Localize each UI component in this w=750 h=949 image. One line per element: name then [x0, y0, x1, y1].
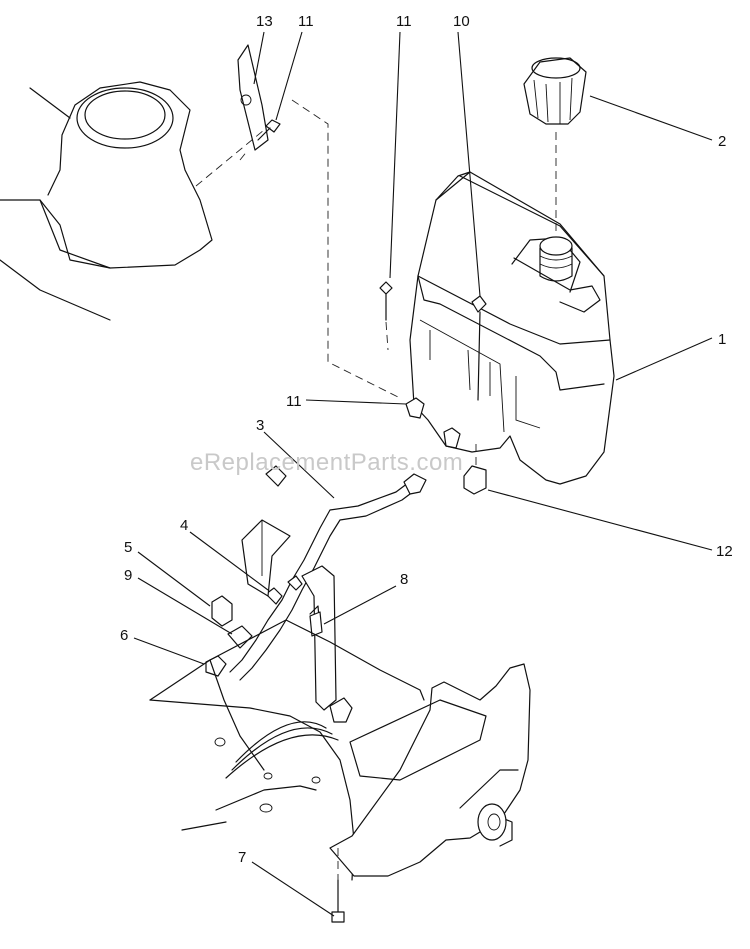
nut-12 [463, 465, 487, 495]
callout-9: 9 [124, 567, 132, 584]
spring-clip [309, 605, 323, 637]
side-panel [329, 663, 531, 877]
strap-10 [471, 295, 487, 401]
bolt-bottom [329, 697, 353, 723]
leader-lines [133, 31, 713, 917]
bolt-7 [331, 879, 345, 923]
filler-neck [539, 236, 573, 282]
callouts: 13 11 11 10 2 1 11 3 12 4 5 9 8 6 7 [120, 13, 733, 866]
fuel-tank [409, 171, 615, 485]
hose-clamp-4 [265, 575, 303, 605]
fitting-5 [211, 595, 233, 627]
callout-11-top: 11 [298, 13, 314, 30]
callout-2: 2 [718, 133, 726, 150]
frame [149, 619, 425, 881]
bracket-13 [237, 44, 269, 151]
callout-5: 5 [124, 539, 132, 556]
callout-12: 12 [716, 543, 733, 560]
callout-6: 6 [120, 627, 128, 644]
callout-8: 8 [400, 571, 408, 588]
callout-3: 3 [256, 417, 264, 434]
screw-11-tank [379, 281, 393, 321]
fuel-cap [523, 57, 587, 125]
tank-tab [405, 397, 461, 449]
watermark: eReplacementParts.com [190, 449, 463, 476]
callout-7: 7 [238, 849, 246, 866]
callout-1: 1 [718, 331, 726, 348]
callout-10: 10 [453, 13, 470, 30]
callout-11-tank: 11 [396, 13, 412, 30]
callout-13: 13 [256, 13, 273, 30]
filter-clip [265, 465, 287, 487]
callout-4: 4 [180, 517, 188, 534]
engine-shroud [0, 81, 213, 321]
screw-11-top [257, 119, 281, 141]
callout-11-side: 11 [286, 393, 302, 410]
valve-9 [227, 625, 253, 649]
clamp-6 [205, 655, 227, 677]
